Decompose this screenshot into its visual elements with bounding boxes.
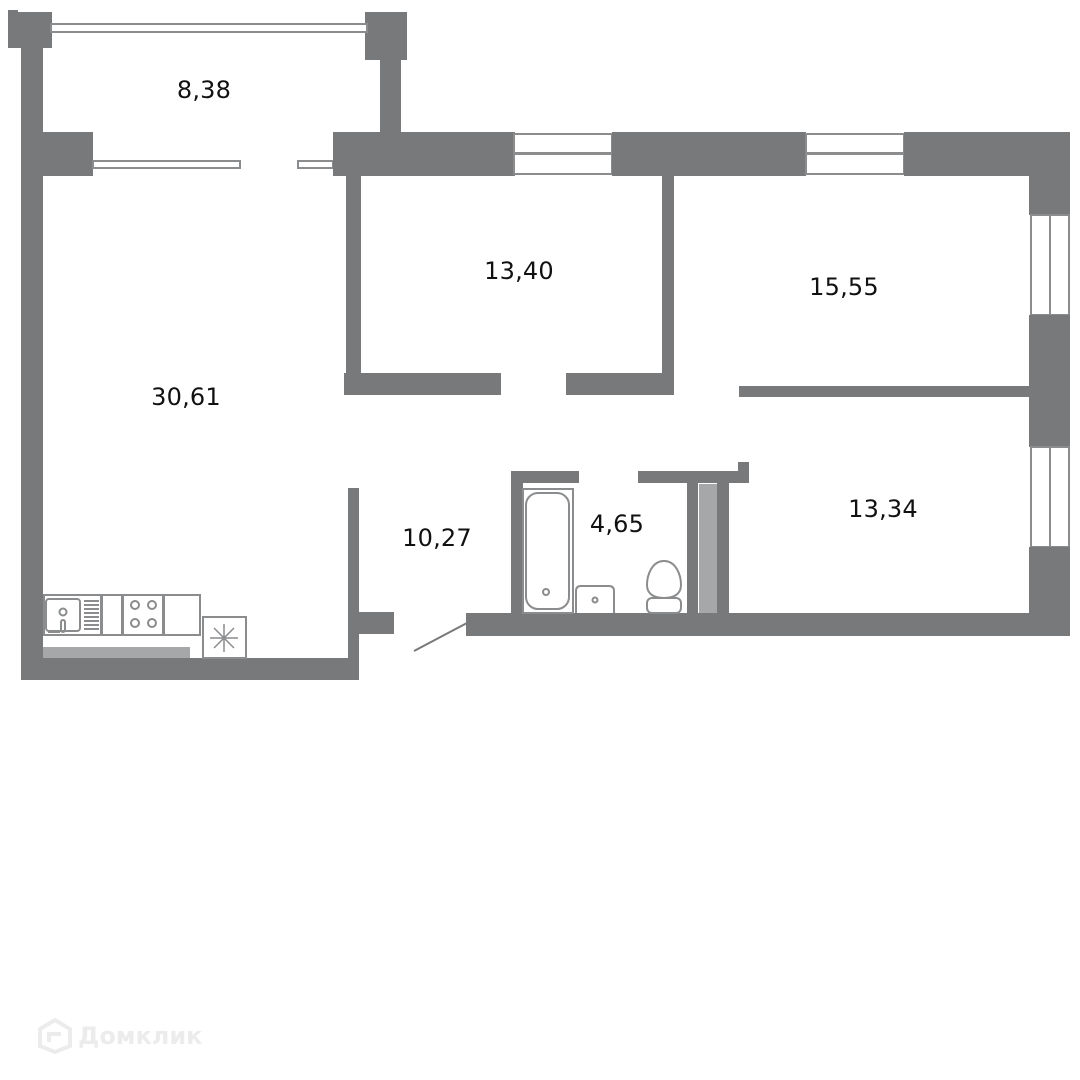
balcony-left-pillar-cap: [8, 10, 18, 14]
living-top-wall-left: [21, 132, 93, 176]
entry-door-icon: [413, 622, 468, 652]
bathroom-top-wall-knob: [738, 462, 749, 474]
window-right-upper-mullion: [1049, 214, 1051, 316]
room-area-kitchen-living: 30,61: [151, 383, 221, 411]
ventilation-shaft: [699, 484, 717, 613]
window-bedroom-2-mullion: [805, 152, 905, 155]
room-area-bedroom-1: 13,40: [484, 257, 554, 285]
right-wall-middle: [1029, 315, 1070, 447]
watermark: Домклик: [38, 1018, 202, 1054]
shaft-wall-right: [717, 481, 729, 615]
bathroom-top-wall-left: [511, 471, 579, 483]
kitchen-counter-end: [163, 594, 201, 636]
room-area-bedroom-2: 15,55: [809, 273, 879, 301]
bathroom-left-wall: [511, 471, 523, 616]
window-bedroom-1-mullion: [513, 152, 613, 155]
room-area-bathroom: 4,65: [589, 510, 645, 538]
living-partition-stub: [358, 612, 394, 634]
balcony-right-wall: [380, 48, 401, 138]
living-right-partition: [348, 488, 359, 680]
shaft-wall-left: [687, 481, 698, 615]
balcony-left-wall: [21, 48, 43, 680]
fridge-snowflake-icon: [210, 624, 238, 652]
toilet-icon: [645, 559, 683, 614]
washbasin-icon: [575, 585, 615, 613]
top-wall-right: [904, 132, 1070, 176]
window-right-lower-mullion: [1049, 446, 1051, 548]
bathroom-top-wall-right: [638, 471, 749, 483]
room-area-bedroom-3: 13,34: [848, 495, 918, 523]
watermark-text: Домклик: [78, 1022, 203, 1050]
sink-icon: [45, 598, 99, 633]
bedroom-1-bottom-wall-right: [566, 373, 674, 395]
bedroom-1-bottom-wall-left: [344, 373, 501, 395]
living-bottom-wall: [21, 658, 359, 680]
balcony-left-pillar: [8, 12, 52, 48]
right-wall-top: [1029, 175, 1070, 215]
bottom-wall-right: [466, 613, 1070, 636]
bathtub-icon: [522, 488, 574, 614]
balcony-door-left: [92, 160, 241, 169]
balcony-front-window: [50, 23, 368, 33]
domclick-logo-icon: [38, 1018, 72, 1054]
stove-icon: [130, 600, 157, 628]
room-area-balcony: 8,38: [176, 76, 232, 104]
top-wall-middle: [612, 132, 806, 176]
bedroom-1-right-wall: [662, 175, 674, 395]
bedroom-1-left-wall: [346, 175, 361, 375]
kitchen-duct: [43, 647, 190, 658]
top-wall-right-segment: [333, 132, 515, 176]
bedroom-2-3-partition: [739, 386, 1031, 397]
room-area-hallway: 10,27: [402, 524, 472, 552]
